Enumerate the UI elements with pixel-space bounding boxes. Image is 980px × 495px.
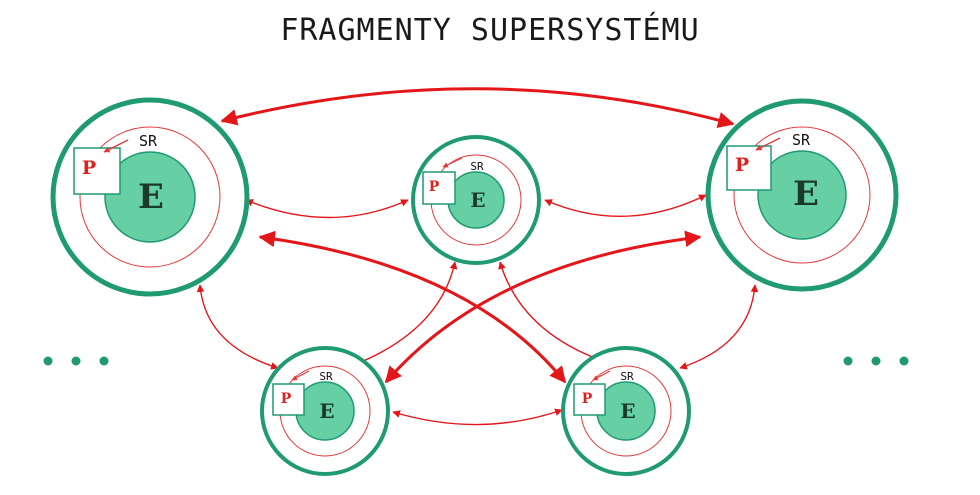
fragment-bottom-left: P SR E xyxy=(260,346,390,476)
orbit-arrow xyxy=(442,157,463,168)
orbit-arrow xyxy=(592,370,611,381)
fragment-top-left: P SR E xyxy=(50,97,250,297)
orbit-ring xyxy=(79,126,221,268)
fragment-top-right: P SR E xyxy=(705,98,899,292)
part-box xyxy=(726,145,772,191)
orbit-label: SR xyxy=(792,131,811,149)
link-top-center-bottom-right xyxy=(498,261,601,362)
links-layer xyxy=(196,87,759,426)
element-core xyxy=(757,150,847,240)
ellipsis-dot xyxy=(43,356,53,366)
part-label: P xyxy=(429,179,440,195)
orbit-label: SR xyxy=(139,132,158,150)
diagram-title: FRAGMENTY SUPERSYSTÉMU xyxy=(280,12,699,48)
ellipsis-dot xyxy=(71,356,81,366)
part-box xyxy=(573,383,606,416)
link-top-left-bottom-left xyxy=(196,284,279,370)
part-label: P xyxy=(735,154,749,176)
element-label: E xyxy=(138,177,164,217)
link-bottom-left-bottom-right xyxy=(392,408,563,426)
fragment-top-center: P SR E xyxy=(411,135,541,265)
link-top-right-bottom-right xyxy=(679,284,759,370)
ellipsis-dot xyxy=(99,356,109,366)
ellipsis-dot xyxy=(899,356,909,366)
element-label: E xyxy=(319,399,334,423)
element-label: E xyxy=(793,174,819,214)
link-top-center-bottom-left xyxy=(355,261,458,365)
ellipsis-dot xyxy=(843,356,853,366)
link-top-left-top-center xyxy=(245,199,409,219)
orbit-label: SR xyxy=(470,160,484,173)
ellipsis-left xyxy=(43,356,109,366)
link-top-center-top-right xyxy=(544,194,707,217)
fragment-bottom-right: P SR E xyxy=(561,346,691,476)
ellipsis-right xyxy=(843,356,909,366)
part-box xyxy=(422,171,456,205)
orbit-arrow xyxy=(103,139,129,153)
element-label: E xyxy=(620,399,635,423)
part-label: P xyxy=(582,391,593,407)
orbit-ring xyxy=(733,126,871,264)
orbit-arrow xyxy=(755,137,781,151)
part-box xyxy=(73,147,121,195)
orbit-label: SR xyxy=(319,370,333,383)
orbit-label: SR xyxy=(620,370,634,383)
part-label: P xyxy=(281,391,292,407)
element-core xyxy=(104,151,196,243)
element-label: E xyxy=(470,188,485,212)
part-box xyxy=(272,383,305,416)
ellipsis-dot xyxy=(871,356,881,366)
orbit-arrow xyxy=(291,370,310,381)
part-label: P xyxy=(82,157,96,179)
link-top-left-top-right xyxy=(220,87,735,129)
